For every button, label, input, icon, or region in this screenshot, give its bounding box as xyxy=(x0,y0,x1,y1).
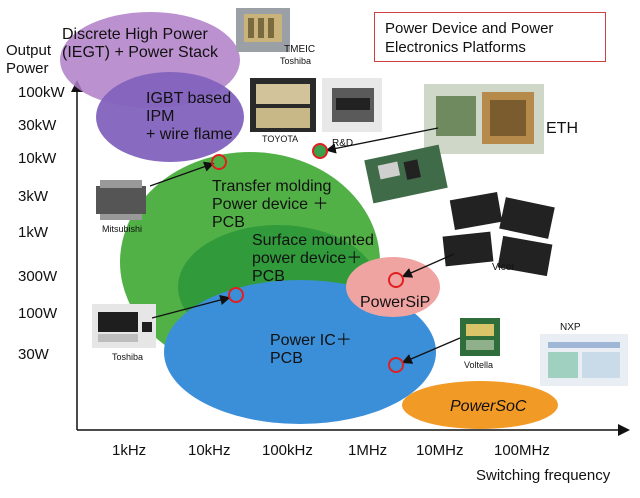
region-igbt xyxy=(96,72,244,162)
caption-vicor: Vicor xyxy=(492,262,515,273)
region-label-transfer-line3: PCB xyxy=(212,214,245,231)
region-label-surface-line1: Surface mounted xyxy=(252,232,374,249)
arrow-vicor xyxy=(401,253,455,278)
marker-rd xyxy=(312,143,328,159)
y-axis-label-line2: Power xyxy=(6,60,49,77)
arrow-eth xyxy=(325,127,439,154)
photo-nxp-soc xyxy=(540,334,628,386)
x-tick-label: 1kHz xyxy=(112,442,147,459)
caption-toyota: TOYOTA xyxy=(262,134,299,144)
region-label-powerIC-line2: PCB xyxy=(270,350,303,367)
marker-transfer-molding xyxy=(211,154,227,170)
caption-eth: ETH xyxy=(546,120,578,137)
region-label-powerIC-line1: Power IC＋ xyxy=(270,332,352,349)
arrow-voltella xyxy=(401,337,461,364)
region-label-discrete: Discrete High Power (IEGT) + Power Stack xyxy=(62,26,218,62)
photo-toshiba-ic xyxy=(92,304,156,348)
diagram-title-line2: Electronics Platforms xyxy=(385,39,526,56)
caption-rd: R&D xyxy=(332,138,354,149)
region-label-surface-line3: PCB xyxy=(252,268,285,285)
y-tick-label: 300W xyxy=(18,268,58,285)
caption-mitsubishi: Mitsubishi xyxy=(102,224,143,234)
x-tick-label: 1MHz xyxy=(348,442,388,459)
region-label-transfer: Transfer molding Power device ＋ PCB xyxy=(212,178,331,232)
y-tick-label: 100W xyxy=(18,305,58,322)
y-tick-label: 30W xyxy=(18,346,49,363)
marker-power-ic xyxy=(388,357,404,373)
photo-toyota-modules xyxy=(250,78,382,132)
photo-eth-board xyxy=(424,84,544,154)
photo-tmeic-module xyxy=(236,8,290,52)
region-powerIC xyxy=(164,280,436,424)
region-label-powerIC: Power IC＋ PCB xyxy=(270,332,352,368)
caption-voltella: Voltella xyxy=(464,360,494,370)
region-label-discrete-line2: (IEGT) + Power Stack xyxy=(62,44,219,61)
x-axis-arrow xyxy=(618,424,630,436)
diagram-title-line1: Power Device and Power xyxy=(385,20,554,37)
region-powerSoC xyxy=(402,381,558,429)
photo-vicor-modules xyxy=(442,192,555,277)
x-tick-label: 100MHz xyxy=(494,442,550,459)
region-label-igbt-line2: IPM xyxy=(146,108,175,125)
x-tick-label: 10kHz xyxy=(188,442,231,459)
y-tick-label: 30kW xyxy=(18,117,57,134)
x-axis-label: Switching frequency xyxy=(476,467,611,484)
y-tick-label: 1kW xyxy=(18,224,48,241)
region-label-transfer-line1: Transfer molding xyxy=(212,178,332,195)
arrow-mitsubishi xyxy=(149,161,215,187)
y-axis-label-line1: Output xyxy=(6,42,52,59)
y-tick-label: 3kW xyxy=(18,188,48,205)
region-label-igbt-line3: + wire flame xyxy=(146,126,233,143)
arrow-toshiba-ic xyxy=(151,294,231,319)
region-label-surface: Surface mounted power device＋ PCB xyxy=(252,232,374,286)
photo-mitsubishi-module xyxy=(96,180,146,220)
region-label-surface-line2: power device＋ xyxy=(252,250,363,267)
x-tick-label: 100kHz xyxy=(262,442,313,459)
diagram-title-box: Power Device and Power Electronics Platf… xyxy=(374,12,606,62)
marker-powersip xyxy=(388,272,404,288)
x-tick-label: 10MHz xyxy=(416,442,464,459)
caption-toshiba-bottom: Toshiba xyxy=(112,352,144,362)
y-tick-label: 100kW xyxy=(18,84,65,101)
marker-surface-mounted xyxy=(228,287,244,303)
caption-toshiba-top: Toshiba xyxy=(280,56,312,66)
photo-rd-board xyxy=(364,144,448,204)
region-label-transfer-line2: Power device ＋ xyxy=(212,196,329,213)
region-label-igbt: IGBT based IPM + wire flame xyxy=(146,90,233,144)
region-label-powersip: PowerSiP xyxy=(360,294,431,311)
region-label-powersoc: PowerSoC xyxy=(450,398,527,415)
region-label-igbt-line1: IGBT based xyxy=(146,90,232,107)
region-label-discrete-line1: Discrete High Power xyxy=(62,26,208,43)
caption-tmeic: TMEIC xyxy=(284,44,316,55)
y-tick-label: 10kW xyxy=(18,150,57,167)
photo-voltella-board xyxy=(460,318,500,356)
caption-nxp: NXP xyxy=(560,322,581,333)
